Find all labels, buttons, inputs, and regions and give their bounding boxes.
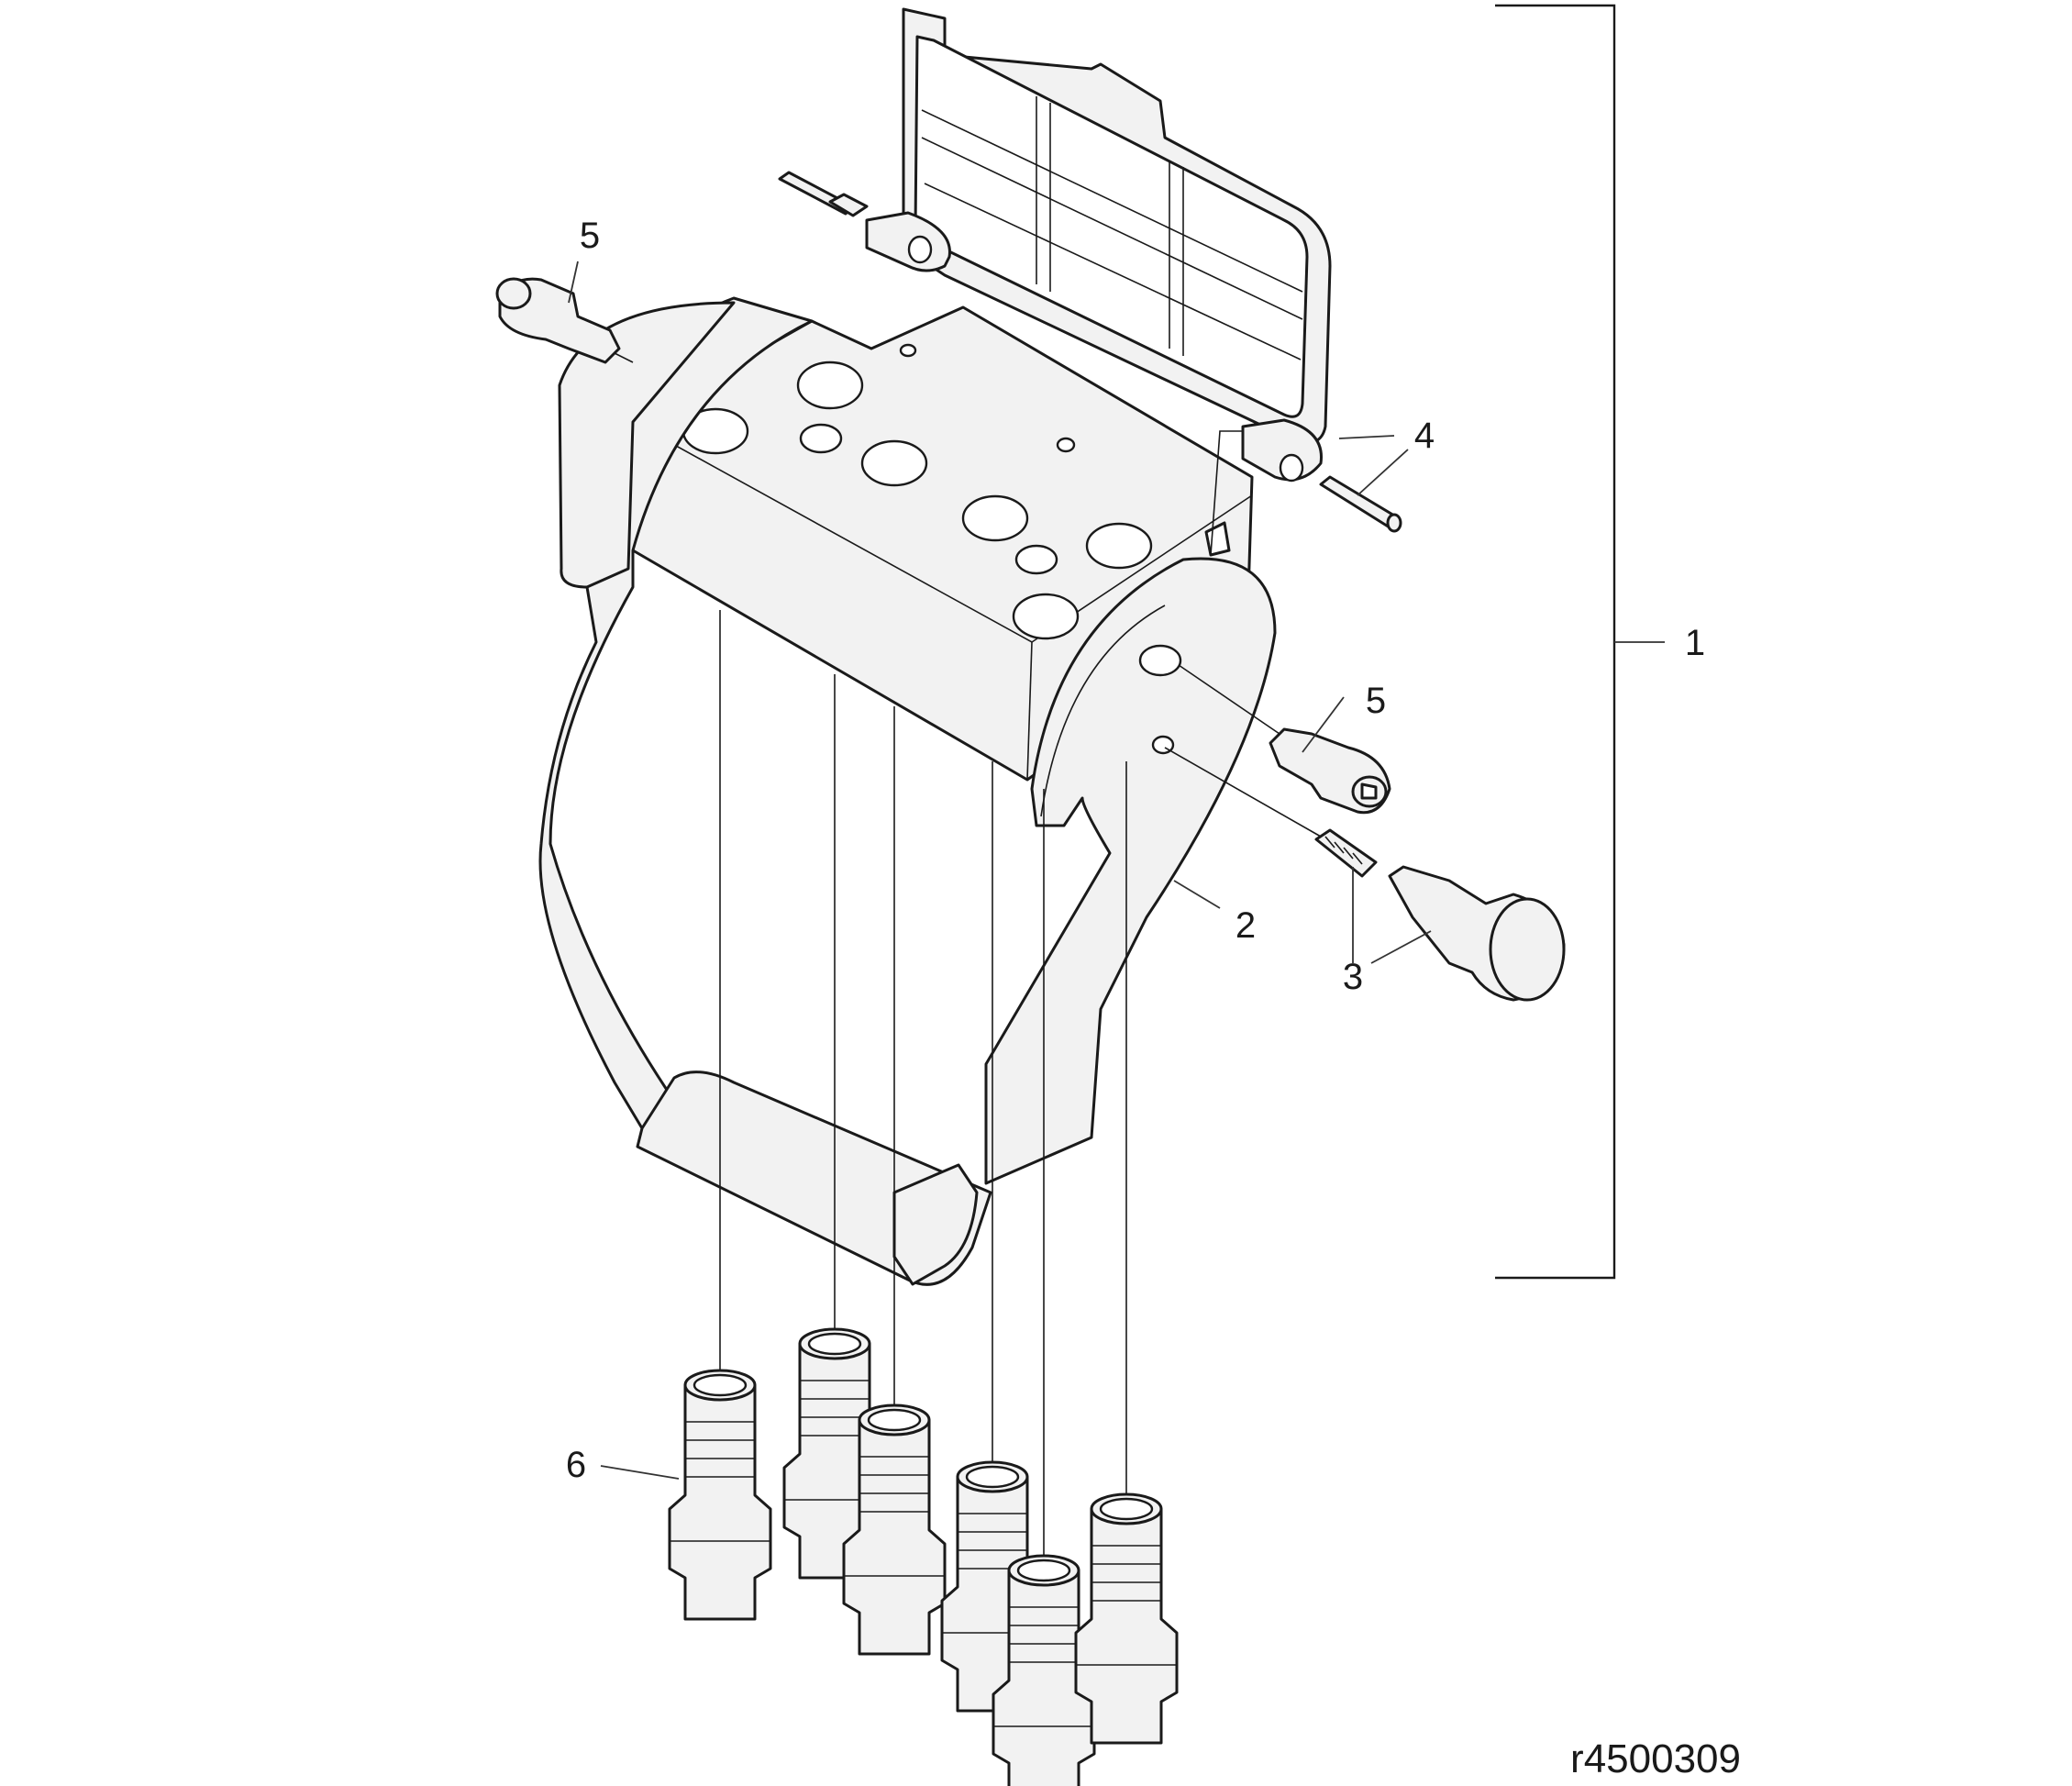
detent-knob (1388, 865, 1566, 1002)
callout-5-upper: 5 (580, 216, 600, 256)
callout-4: 4 (1414, 416, 1435, 456)
fitting-1 (668, 1369, 772, 1621)
callout-1: 1 (1685, 623, 1705, 663)
callout-2: 2 (1235, 905, 1256, 946)
leader-lines (568, 261, 1432, 1480)
callout-5-lower: 5 (1366, 681, 1386, 721)
detent-spring (1314, 828, 1378, 878)
callout-6: 6 (566, 1445, 586, 1485)
callout-3: 3 (1343, 957, 1363, 997)
hinge-pin-left (778, 171, 869, 217)
explosion-lines (614, 352, 1322, 1556)
hinge-pin-right (1319, 475, 1402, 533)
assembly-bracket (1495, 4, 1665, 1280)
figure-code: r4500309 (1570, 1736, 1741, 1781)
fitting-6 (1074, 1492, 1179, 1745)
fitting-5 (992, 1554, 1096, 1786)
fittings (668, 1327, 1179, 1786)
fitting-3 (842, 1403, 947, 1656)
cover-lid (865, 7, 1332, 483)
bolt-lower-right (1269, 727, 1391, 815)
handle-frame (538, 296, 1277, 1286)
bolt-upper-left (495, 277, 621, 364)
